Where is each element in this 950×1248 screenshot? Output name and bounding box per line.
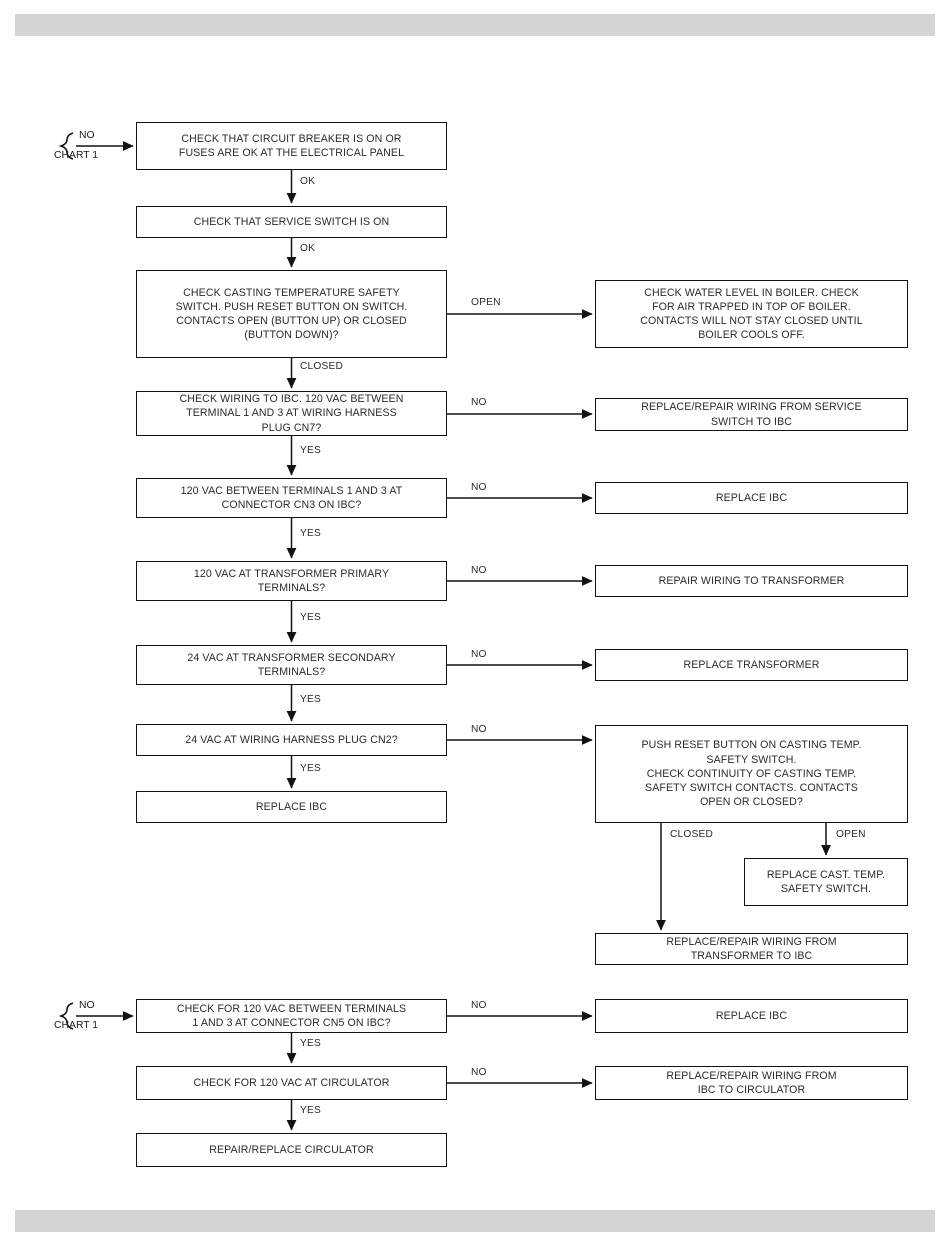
edge-label-open-2: OPEN — [836, 829, 866, 840]
box-replace-wiring-service-switch-to-ibc[interactable]: REPLACE/REPAIR WIRING FROM SERVICE SWITC… — [595, 398, 908, 431]
top-header-band — [15, 14, 935, 36]
chart-entry-branch-1: NO — [79, 130, 95, 141]
edge-label-yes-4: YES — [300, 694, 321, 705]
box-replace-wiring-transformer-to-ibc[interactable]: REPLACE/REPAIR WIRING FROM TRANSFORMER T… — [595, 933, 908, 965]
chart-entry-label-2: CHART 1 — [54, 1020, 99, 1031]
box-check-water-level-boiler[interactable]: CHECK WATER LEVEL IN BOILER. CHECK FOR A… — [595, 280, 908, 348]
box-check-wiring-to-ibc-cn7[interactable]: CHECK WIRING TO IBC. 120 VAC BETWEEN TER… — [136, 391, 447, 436]
edge-label-yes-5: YES — [300, 763, 321, 774]
box-check-service-switch[interactable]: CHECK THAT SERVICE SWITCH IS ON — [136, 206, 447, 238]
box-repair-replace-circulator[interactable]: REPAIR/REPLACE CIRCULATOR — [136, 1133, 447, 1167]
box-push-reset-check-continuity[interactable]: PUSH RESET BUTTON ON CASTING TEMP. SAFET… — [595, 725, 908, 823]
box-24vac-harness-plug-cn2[interactable]: 24 VAC AT WIRING HARNESS PLUG CN2? — [136, 724, 447, 756]
box-replace-cast-temp-safety-switch[interactable]: REPLACE CAST. TEMP. SAFETY SWITCH. — [744, 858, 908, 906]
box-120vac-terminals-cn3[interactable]: 120 VAC BETWEEN TERMINALS 1 AND 3 AT CON… — [136, 478, 447, 518]
edge-label-no-1: NO — [471, 397, 487, 408]
box-replace-wiring-ibc-to-circulator[interactable]: REPLACE/REPAIR WIRING FROM IBC TO CIRCUL… — [595, 1066, 908, 1100]
box-check-circuit-breaker[interactable]: CHECK THAT CIRCUIT BREAKER IS ON OR FUSE… — [136, 122, 447, 170]
edge-label-yes-2: YES — [300, 528, 321, 539]
chart-entry-branch-2: NO — [79, 1000, 95, 1011]
edge-label-yes-1: YES — [300, 445, 321, 456]
edge-label-open-1: OPEN — [471, 297, 501, 308]
bottom-footer-band — [15, 1210, 935, 1232]
box-replace-ibc-cn5[interactable]: REPLACE IBC — [595, 999, 908, 1033]
edge-label-closed-1: CLOSED — [300, 361, 344, 372]
edge-label-no-6: NO — [471, 1000, 487, 1011]
box-repair-wiring-to-transformer[interactable]: REPAIR WIRING TO TRANSFORMER — [595, 565, 908, 597]
edge-label-no-5: NO — [471, 724, 487, 735]
edge-label-no-2: NO — [471, 482, 487, 493]
box-replace-ibc-cn2[interactable]: REPLACE IBC — [136, 791, 447, 823]
box-check-120vac-cn5[interactable]: CHECK FOR 120 VAC BETWEEN TERMINALS 1 AN… — [136, 999, 447, 1033]
box-24vac-transformer-secondary[interactable]: 24 VAC AT TRANSFORMER SECONDARY TERMINAL… — [136, 645, 447, 685]
edge-label-yes-7: YES — [300, 1105, 321, 1116]
edge-label-ok-1: OK — [300, 176, 316, 187]
edge-label-ok-2: OK — [300, 243, 316, 254]
box-replace-ibc-cn3[interactable]: REPLACE IBC — [595, 482, 908, 514]
chart-entry-label-1: CHART 1 — [54, 150, 99, 161]
box-120vac-transformer-primary[interactable]: 120 VAC AT TRANSFORMER PRIMARY TERMINALS… — [136, 561, 447, 601]
box-check-120vac-at-circulator[interactable]: CHECK FOR 120 VAC AT CIRCULATOR — [136, 1066, 447, 1100]
edge-label-yes-3: YES — [300, 612, 321, 623]
edge-label-closed-2: CLOSED — [670, 829, 714, 840]
edge-label-no-4: NO — [471, 649, 487, 660]
edge-label-no-3: NO — [471, 565, 487, 576]
edge-label-no-7: NO — [471, 1067, 487, 1078]
edge-label-yes-6: YES — [300, 1038, 321, 1049]
box-replace-transformer[interactable]: REPLACE TRANSFORMER — [595, 649, 908, 681]
box-check-casting-temp-safety-switch[interactable]: CHECK CASTING TEMPERATURE SAFETY SWITCH.… — [136, 270, 447, 358]
